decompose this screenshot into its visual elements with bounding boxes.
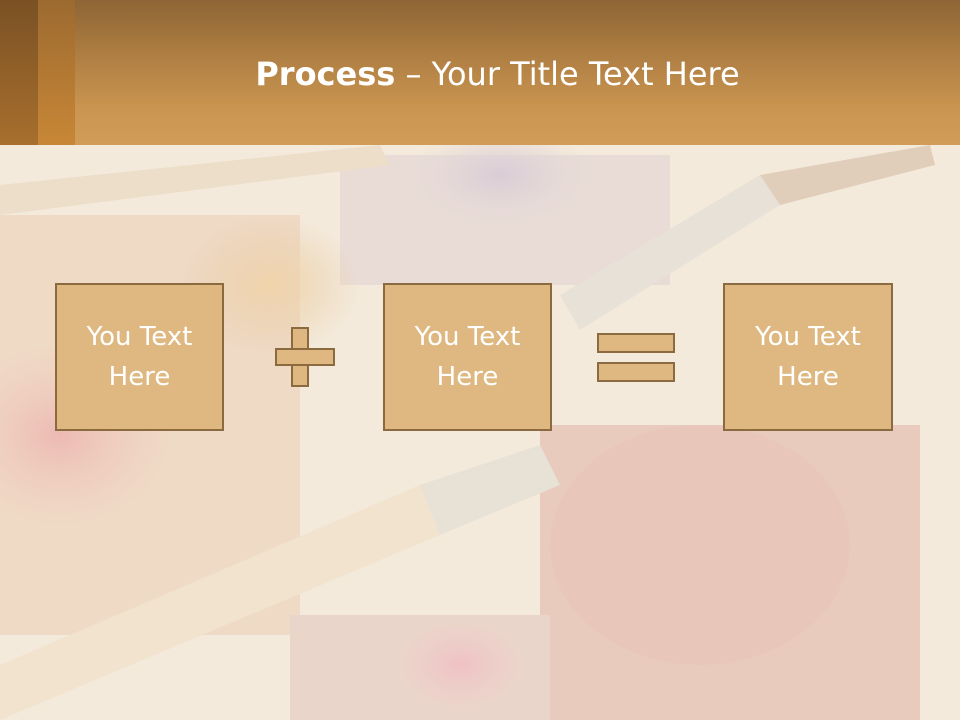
title-rest: Your Title Text Here [431,55,740,93]
accent-strip [0,0,38,145]
equals-icon-bottom-bar [597,362,675,382]
title-bold: Process [255,55,396,93]
process-box-2[interactable]: You Text Here [383,283,552,431]
process-box-text: You Text Here [414,322,521,392]
process-box-3[interactable]: You Text Here [723,283,893,431]
plus-icon-center [293,350,307,364]
process-box-text: You Text Here [86,322,193,392]
slide-title[interactable]: Process – Your Title Text Here [75,52,920,96]
title-bar: Process – Your Title Text Here [0,0,960,145]
title-dash: – [395,55,432,93]
accent-strip [38,0,75,145]
process-box-text: You Text Here [755,322,861,392]
background-veil [0,145,960,720]
equals-icon-top-bar [597,333,675,353]
process-box-1[interactable]: You Text Here [55,283,224,431]
